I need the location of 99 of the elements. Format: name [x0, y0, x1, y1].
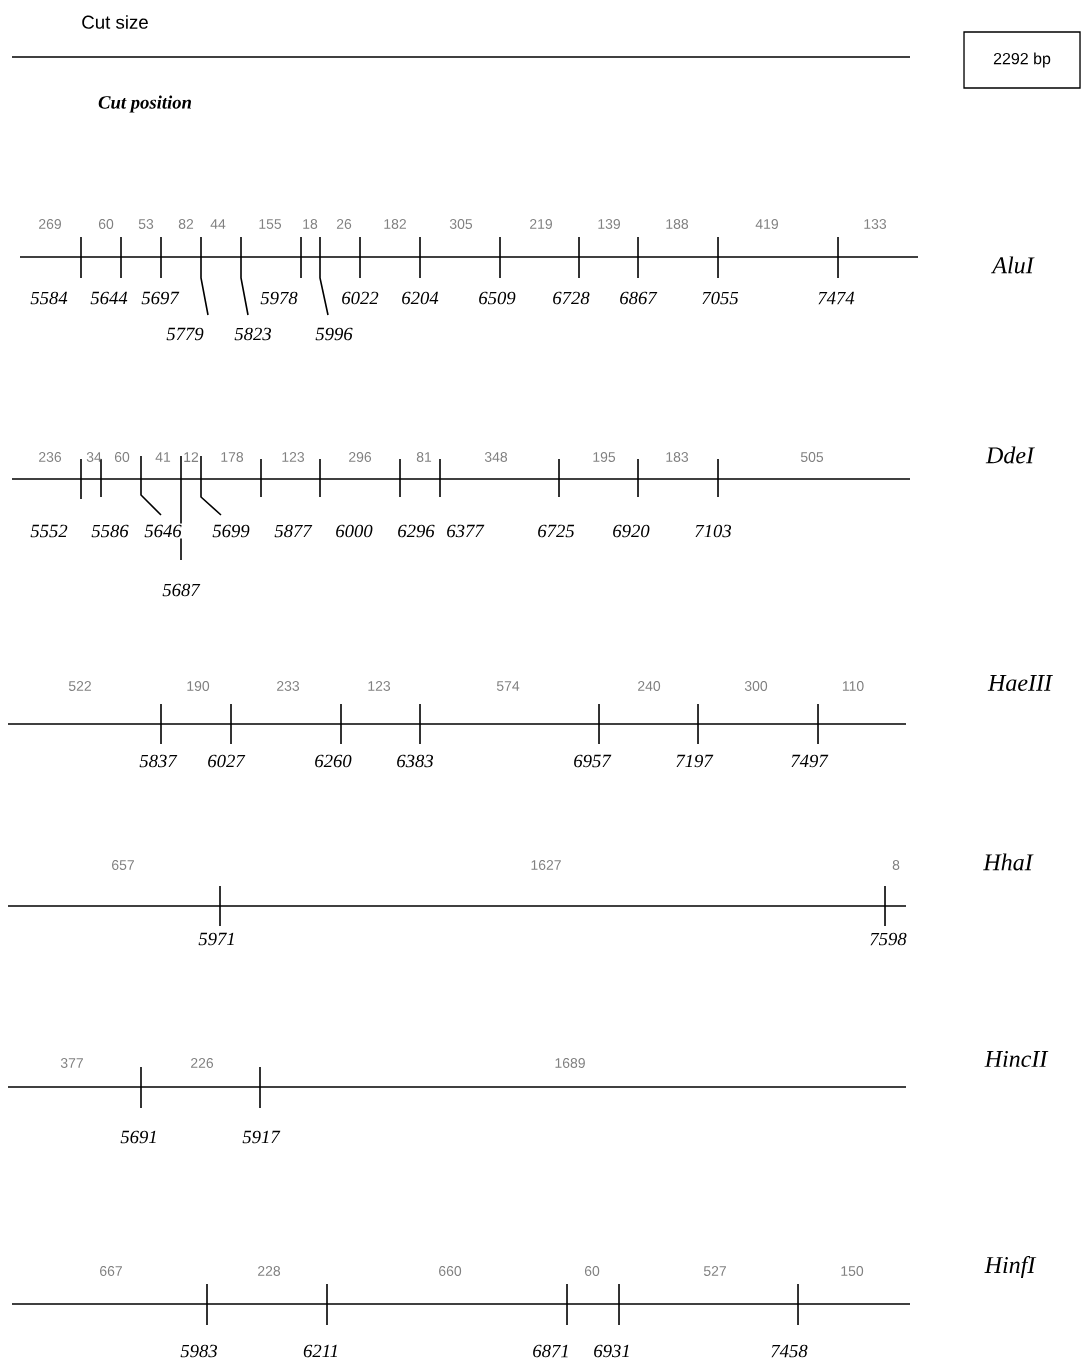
- fragment-size: 300: [744, 681, 768, 691]
- fragment-size: 219: [530, 219, 552, 229]
- cut-position: 5996: [314, 326, 354, 342]
- fragment-size: 82: [178, 219, 194, 229]
- fragment-size: 139: [598, 219, 620, 229]
- cut-position: 5823: [233, 326, 273, 342]
- cut-position: 7103: [693, 523, 733, 539]
- cut-position: 5697: [140, 290, 180, 306]
- cut-position: 6931: [592, 1343, 632, 1359]
- fragment-size: 667: [100, 1266, 122, 1276]
- fragment-size: 60: [114, 452, 130, 462]
- size-box: 2292 bp: [963, 31, 1081, 89]
- cut-position: 5779: [165, 326, 205, 342]
- cut-position: 6725: [536, 523, 576, 539]
- cut-position: 5687: [161, 582, 201, 598]
- fragment-size: 305: [449, 219, 473, 229]
- fragment-size: 133: [864, 219, 887, 229]
- cut-position: 5837: [138, 753, 178, 769]
- fragment-size: 183: [666, 452, 689, 462]
- cut-position: 6027: [206, 753, 246, 769]
- fragment-size: 505: [800, 452, 824, 462]
- cut-position: 6211: [301, 1343, 341, 1359]
- cut-position: 6204: [400, 290, 440, 306]
- cut-position: 5644: [89, 290, 129, 306]
- cut-position: 6728: [551, 290, 591, 306]
- cut-position: 5584: [29, 290, 69, 306]
- enzyme-name: HaeIII: [987, 675, 1053, 691]
- fragment-size: 188: [666, 219, 689, 229]
- fragment-size: 228: [258, 1266, 281, 1276]
- heading: Cut position: [98, 95, 192, 113]
- cut-position: 7197: [674, 753, 714, 769]
- fragment-size: 522: [68, 681, 91, 691]
- fragment-size: 527: [703, 1266, 726, 1276]
- fragment-size: 269: [39, 219, 61, 229]
- fragment-size: 1627: [531, 860, 561, 870]
- cut-position: 5552: [29, 523, 69, 539]
- cut-position: 5978: [259, 290, 299, 306]
- enzyme-name: DdeI: [985, 446, 1035, 464]
- enzyme-name: HinfI: [984, 1256, 1037, 1278]
- fragment-size: 236: [39, 452, 62, 462]
- fragment-size: 190: [187, 681, 210, 691]
- fragment-size: 178: [221, 452, 244, 462]
- cut-position: 7458: [769, 1343, 809, 1359]
- cut-position: 7598: [868, 931, 908, 947]
- enzyme-name: HhaI: [983, 853, 1034, 871]
- enzyme-name: AluI: [991, 256, 1035, 274]
- cut-position: 5877: [273, 523, 313, 539]
- fragment-size: 1689: [555, 1058, 585, 1068]
- fragment-size: 53: [138, 219, 154, 229]
- fragment-size: 26: [336, 219, 352, 229]
- fragment-size: 18: [303, 219, 318, 229]
- cut-position: 6867: [618, 290, 658, 306]
- cut-position: 6957: [572, 753, 612, 769]
- heading: Cut size: [82, 15, 148, 29]
- cut-position: 6022: [340, 290, 380, 306]
- fragment-size: 195: [593, 452, 616, 462]
- fragment-size: 110: [842, 681, 864, 691]
- fragment-size: 574: [496, 681, 520, 691]
- cut-position: 5917: [241, 1129, 281, 1145]
- fragment-size: 296: [349, 452, 372, 462]
- cut-position: 7474: [816, 290, 856, 306]
- cut-position: 6871: [531, 1343, 571, 1359]
- fragment-size: 182: [384, 219, 406, 229]
- fragment-size: 34: [86, 452, 102, 462]
- cut-position: 5646: [143, 523, 183, 539]
- cut-position: 6260: [313, 753, 353, 769]
- fragment-size: 226: [191, 1058, 214, 1068]
- cut-position: 7055: [700, 290, 740, 306]
- cut-position: 5983: [179, 1343, 219, 1359]
- cut-position: 6377: [445, 523, 485, 539]
- cut-position: 6920: [611, 523, 651, 539]
- cut-position: 7497: [789, 753, 829, 769]
- cut-position: 5691: [119, 1129, 159, 1145]
- fragment-size: 41: [155, 452, 171, 462]
- fragment-size: 123: [368, 681, 391, 691]
- cut-position: 5586: [90, 523, 130, 539]
- fragment-size: 660: [439, 1266, 462, 1276]
- fragment-size: 60: [98, 219, 114, 229]
- fragment-size: 240: [638, 681, 661, 691]
- cut-position: 6296: [396, 523, 436, 539]
- cut-position: 5699: [211, 523, 251, 539]
- fragment-size: 81: [416, 452, 432, 462]
- fragment-size: 657: [112, 860, 134, 870]
- fragment-size: 12: [184, 452, 199, 462]
- cut-position: 6509: [477, 290, 517, 306]
- fragment-size: 233: [277, 681, 300, 691]
- fragment-size: 60: [584, 1266, 600, 1276]
- cut-position: 6383: [395, 753, 435, 769]
- fragment-size: 348: [484, 452, 508, 462]
- cut-position: 5971: [197, 931, 237, 947]
- fragment-size: 123: [282, 452, 305, 462]
- cut-position: 6000: [334, 523, 374, 539]
- fragment-size: 155: [259, 219, 282, 229]
- fragment-size: 419: [755, 219, 778, 229]
- fragment-size: 377: [60, 1058, 83, 1068]
- fragment-size: 8: [892, 860, 900, 870]
- fragment-size: 44: [210, 219, 226, 229]
- enzyme-name: HincII: [984, 1050, 1049, 1068]
- fragment-size: 150: [841, 1266, 864, 1276]
